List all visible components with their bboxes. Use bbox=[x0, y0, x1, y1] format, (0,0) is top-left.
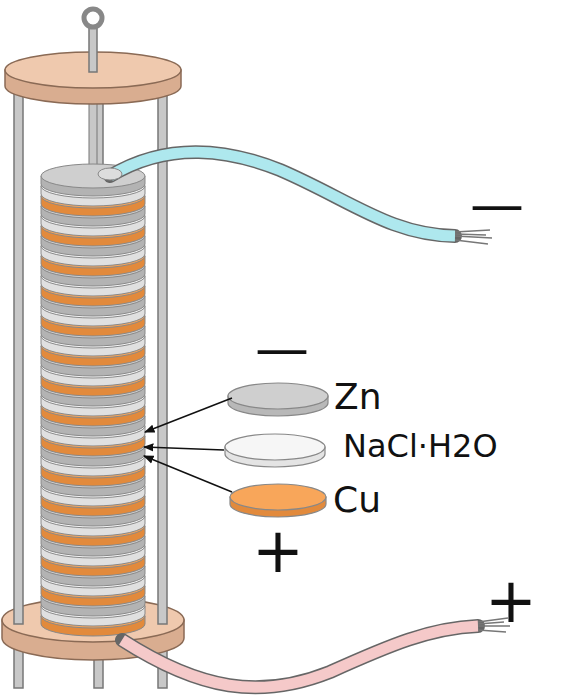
part-label: Zn bbox=[334, 379, 381, 415]
positive-wire bbox=[122, 618, 510, 687]
part-label: Cu bbox=[333, 482, 381, 518]
part-label: — bbox=[470, 178, 524, 232]
part-label: — bbox=[255, 322, 309, 376]
hook bbox=[84, 9, 102, 72]
disc-stack bbox=[41, 164, 145, 636]
exploded-discs bbox=[225, 383, 328, 517]
part-label: NaCl·H2O bbox=[343, 430, 498, 462]
part-label: + bbox=[252, 520, 304, 582]
negative-wire bbox=[98, 152, 492, 244]
part-label: + bbox=[485, 570, 537, 632]
leader-arrows bbox=[144, 398, 232, 492]
